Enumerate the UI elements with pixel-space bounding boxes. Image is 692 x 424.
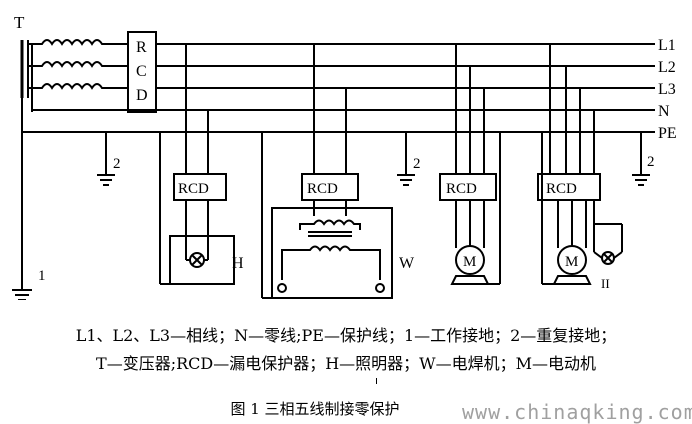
- transformer-label: T: [14, 13, 25, 32]
- lamp-enclosure: [169, 235, 235, 285]
- figure-title: 图 1 三相五线制接零保护: [230, 400, 400, 418]
- main-rcd-box: [127, 31, 157, 113]
- welder-enclosure: [271, 207, 393, 299]
- line-label-l2: L2: [658, 59, 676, 76]
- main-rcd-letter-r: R: [136, 39, 147, 56]
- repeat-ground-label-3: 2: [647, 154, 655, 170]
- main-rcd-letter-c: C: [136, 63, 147, 80]
- wiring-diagram: T R C D L1 L2 L3 N PE 1 2 2 2 RCD RCD RC…: [12, 13, 677, 300]
- rcd-box-motor-1: [439, 173, 497, 201]
- line-label-l3: L3: [658, 81, 676, 98]
- rcd-box-motor-2: [537, 173, 601, 201]
- watermark: www.chinaqking.com: [462, 400, 692, 424]
- repeat-ground-label-1: 2: [113, 156, 121, 172]
- motor-2-label: M: [565, 254, 578, 270]
- welder-label: W: [399, 255, 415, 272]
- rcd-box-welder: [301, 173, 359, 201]
- lamp-2-code: II: [601, 276, 610, 291]
- rcd-label-motor-2: RCD: [546, 181, 577, 197]
- motor-1-symbol: [455, 245, 485, 275]
- rcd-label-lamp: RCD: [178, 181, 209, 197]
- line-label-pe: PE: [658, 125, 677, 142]
- welder-primary: [299, 219, 361, 230]
- rcd-label-motor-1: RCD: [446, 181, 477, 197]
- welder-secondary: [281, 245, 381, 280]
- work-ground-label: 1: [38, 268, 46, 284]
- rcd-box-lamp: [173, 173, 227, 201]
- coil-l3: [28, 83, 128, 90]
- caption-line-2: T—变压器;RCD—漏电保护器；H—照明器；W—电焊机；M—电动机: [96, 354, 596, 373]
- coil-l2: [28, 61, 128, 68]
- lamp-label: H: [232, 255, 244, 272]
- main-rcd-letter-d: D: [136, 87, 148, 104]
- repeat-ground-label-2: 2: [413, 156, 421, 172]
- lamp-symbol: [189, 252, 205, 268]
- motor-1-label: M: [463, 254, 476, 270]
- caption-line-1: L1、L2、L3—相线；N—零线;PE—保护线；1—工作接地；2—重复接地；: [75, 326, 617, 345]
- motor-2-symbol: [557, 245, 587, 275]
- line-label-n: N: [658, 103, 670, 120]
- rcd-label-welder: RCD: [307, 181, 338, 197]
- coil-l1: [28, 39, 128, 46]
- caption-tick: [376, 378, 377, 384]
- line-label-l1: L1: [658, 37, 676, 54]
